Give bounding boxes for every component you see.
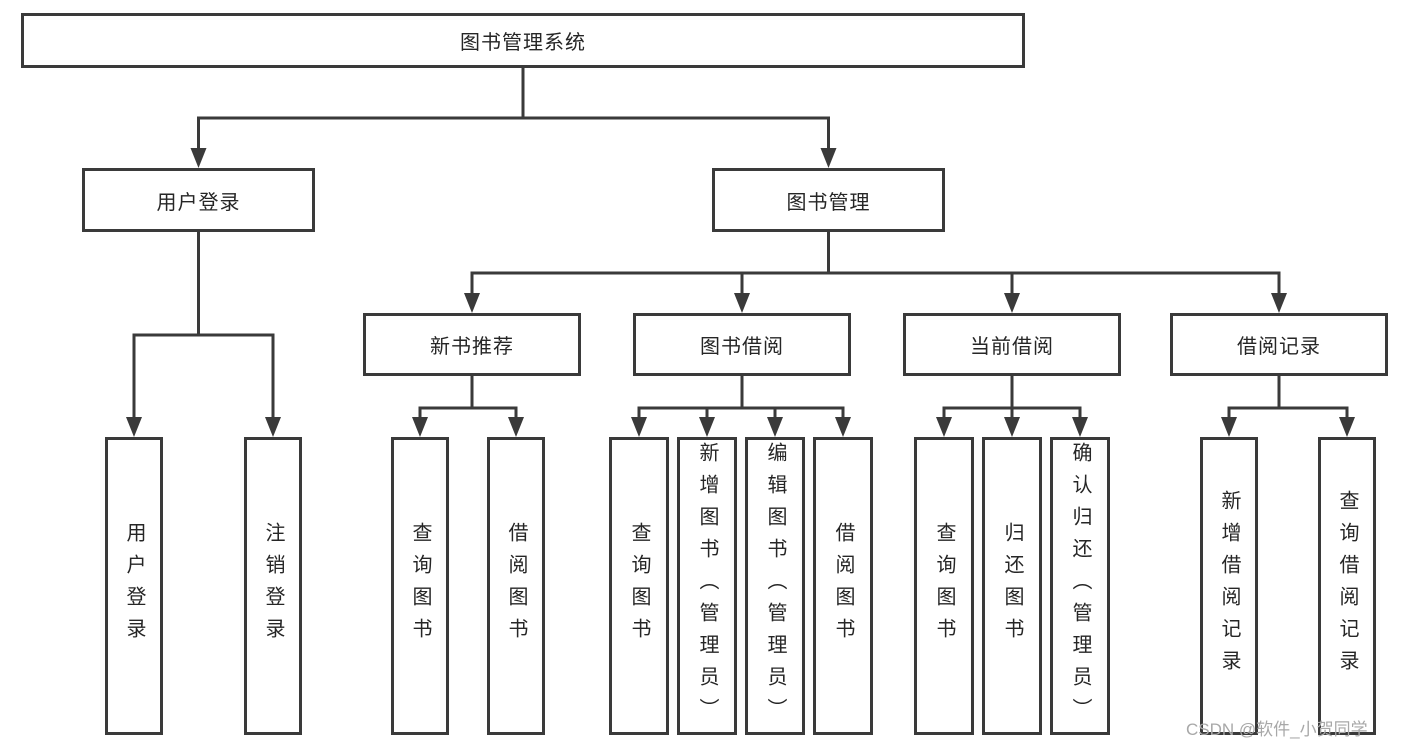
leaf-label: 查询图书 <box>409 522 431 650</box>
node-book-borrowing: 图书借阅 <box>633 313 851 376</box>
leaf-confirm-return-admin: 确认归还（管理员） <box>1050 437 1110 735</box>
edge-mgmt-bar <box>470 271 1281 297</box>
node-borrowing-records: 借阅记录 <box>1170 313 1388 376</box>
arrowhead <box>508 417 524 437</box>
edge-rec-bar <box>418 406 518 423</box>
node-book-management: 图书管理 <box>712 168 945 232</box>
leaf-edit-books-admin: 编辑图书（管理员） <box>745 437 805 735</box>
leaf-query-books-recommend: 查询图书 <box>391 437 449 735</box>
leaf-label: 归还图书 <box>1001 522 1023 650</box>
leaf-label: 查询图书 <box>933 522 955 650</box>
node-label: 图书管理系统 <box>460 32 586 54</box>
arrowhead <box>835 417 851 437</box>
arrowhead <box>734 293 750 313</box>
node-user-login: 用户登录 <box>82 168 315 232</box>
leaf-query-borrow-record: 查询借阅记录 <box>1318 437 1376 735</box>
node-library-management-system: 图书管理系统 <box>21 13 1025 68</box>
arrowhead <box>631 417 647 437</box>
leaf-query-books-current: 查询图书 <box>914 437 974 735</box>
leaf-label: 编辑图书（管理员） <box>764 442 786 730</box>
leaf-borrow-books-recommend: 借阅图书 <box>487 437 545 735</box>
edge-rec2-bar <box>1227 406 1349 423</box>
node-new-book-recommend: 新书推荐 <box>363 313 581 376</box>
leaf-label: 新增图书（管理员） <box>696 442 718 730</box>
arrowhead <box>464 293 480 313</box>
leaf-label: 新增借阅记录 <box>1218 490 1240 682</box>
node-label: 用户登录 <box>156 191 241 214</box>
arrowhead <box>126 417 142 437</box>
leaf-label: 用户登录 <box>123 522 145 650</box>
leaf-logout: 注销登录 <box>244 437 302 735</box>
arrowhead <box>820 148 837 168</box>
edge-borrow-bar <box>637 406 845 423</box>
leaf-label: 确认归还（管理员） <box>1069 442 1091 730</box>
arrowhead <box>1004 293 1020 313</box>
arrowhead <box>1339 417 1355 437</box>
arrowhead <box>1072 417 1088 437</box>
arrowhead <box>699 417 715 437</box>
arrowhead <box>190 148 207 168</box>
node-label: 图书管理 <box>786 191 871 214</box>
arrowhead <box>936 417 952 437</box>
leaf-add-borrow-record: 新增借阅记录 <box>1200 437 1258 735</box>
node-label: 图书借阅 <box>700 336 784 358</box>
node-label: 当前借阅 <box>970 336 1054 358</box>
leaf-label: 注销登录 <box>262 522 284 650</box>
arrowhead <box>412 417 428 437</box>
edge-root-bar <box>197 116 830 152</box>
node-label: 新书推荐 <box>430 336 514 358</box>
edge-login-bar <box>132 333 275 423</box>
arrowhead <box>1221 417 1237 437</box>
edge-cur-bar <box>942 406 1082 423</box>
arrowhead <box>1271 293 1287 313</box>
arrowhead <box>767 417 783 437</box>
node-label: 借阅记录 <box>1237 336 1321 358</box>
leaf-label: 借阅图书 <box>832 522 854 650</box>
leaf-borrow-books-borrowing: 借阅图书 <box>813 437 873 735</box>
leaf-add-books-admin: 新增图书（管理员） <box>677 437 737 735</box>
watermark: CSDN @软件_小贺同学 <box>1186 720 1368 739</box>
leaf-label: 查询图书 <box>628 522 650 650</box>
arrowhead <box>1004 417 1020 437</box>
leaf-label: 借阅图书 <box>505 522 527 650</box>
node-current-borrowing: 当前借阅 <box>903 313 1121 376</box>
leaf-return-books: 归还图书 <box>982 437 1042 735</box>
leaf-user-login: 用户登录 <box>105 437 163 735</box>
arrowhead <box>265 417 281 437</box>
leaf-label: 查询借阅记录 <box>1336 490 1358 682</box>
leaf-query-books-borrowing: 查询图书 <box>609 437 669 735</box>
